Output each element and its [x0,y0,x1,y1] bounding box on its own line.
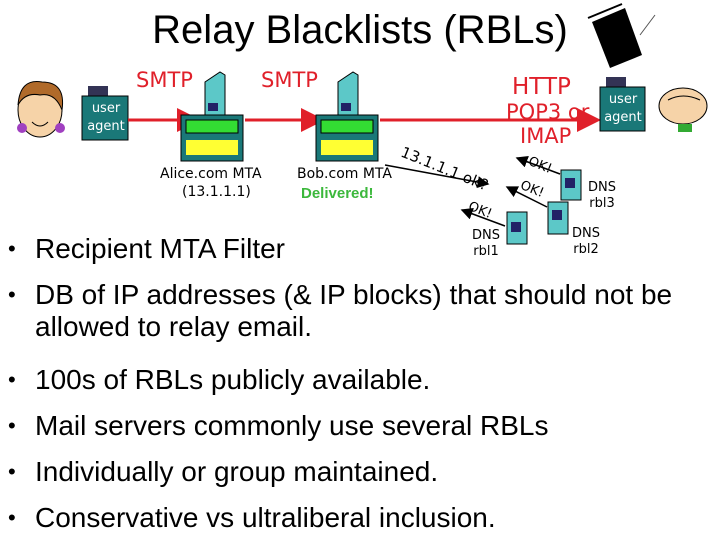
bullet-item: •Individually or group maintained. [8,456,439,487]
bullet-text: Mail servers commonly use several RBLs [35,410,549,441]
bullet-item: •Recipient MTA Filter [8,233,285,264]
dns-rbl1-name: rbl1 [473,244,499,259]
bullet-text: Recipient MTA Filter [35,233,285,264]
alice-mta-label: Alice.com MTA [160,166,262,182]
user-agent-left-icon [81,86,129,141]
http-label: HTTP [512,74,571,100]
dns-rbl2-label: DNS [572,226,600,241]
bullet-text: Individually or group maintained. [35,456,439,487]
bullet-item: •Conservative vs ultraliberal inclusion. [8,502,496,533]
dns-rbl2-server-icon [547,201,569,235]
bob-avatar-icon [658,87,708,132]
user-agent-right-label: user [608,92,638,107]
bob-mta-server-icon [315,71,379,162]
dns-rbl1-label: DNS [472,228,500,243]
user-agent-left-label: user [91,101,121,116]
user-agent-right-icon [599,77,646,132]
bullet-item: •DB of IP addresses (& IP blocks) that s… [8,272,695,343]
bullet-text: 100s of RBLs publicly available. [35,364,431,395]
dns-rbl1-server-icon [506,211,528,245]
dns-rbl3-label: DNS [588,180,616,195]
alice-ip-label: (13.1.1.1) [182,184,251,200]
alice-avatar-icon [17,80,65,138]
alice-mta-server-icon [180,71,244,162]
user-agent-left-label-2: agent [87,119,125,134]
bob-mta-label: Bob.com MTA [297,166,392,182]
bullet-text: Conservative vs ultraliberal inclusion. [35,502,496,533]
user-agent-right-label-2: agent [604,110,642,125]
bullet-item: •Mail servers commonly use several RBLs [8,410,549,441]
dns-rbl3-name: rbl3 [589,196,615,211]
smtp-label-1: SMTP [136,68,193,92]
notepad-icon [587,3,656,68]
bullet-text: DB of IP addresses (& IP blocks) that sh… [35,279,673,342]
delivered-label: Delivered! [301,185,374,202]
imap-label: IMAP [520,124,572,148]
pop3-label: POP3 or [506,100,590,124]
dns-rbl3-server-icon [560,169,582,201]
bullet-list: •Recipient MTA Filter •DB of IP addresse… [8,226,695,540]
smtp-label-2: SMTP [261,68,318,92]
bullet-item: •100s of RBLs publicly available. [8,364,431,395]
dns-rbl2-name: rbl2 [573,242,599,257]
slide-title: Relay Blacklists (RBLs) [152,8,568,52]
email-diagram [17,3,708,245]
